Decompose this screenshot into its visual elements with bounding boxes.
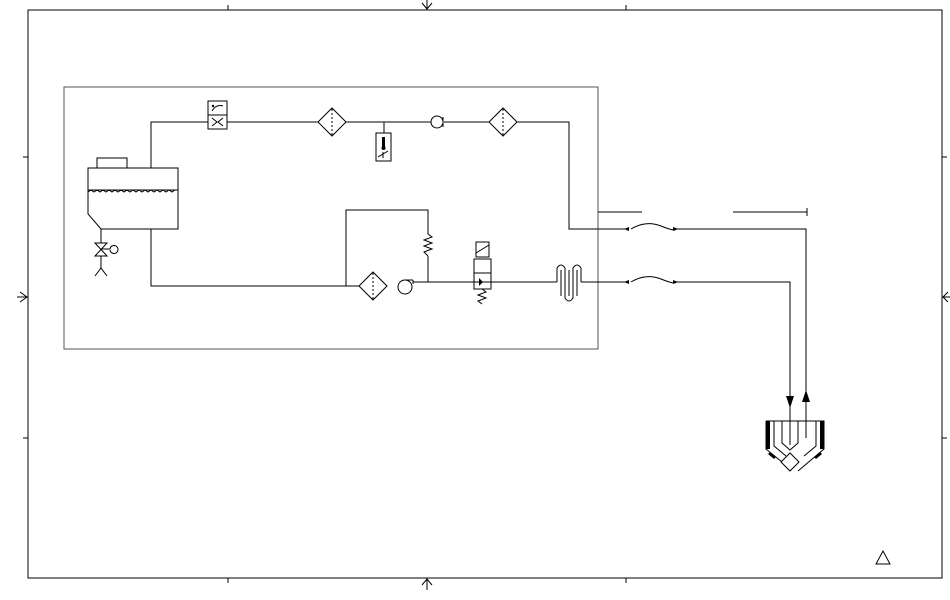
filter-icon: [359, 272, 387, 300]
reservoir-tank-icon: [88, 158, 178, 229]
coil-heat-exchanger-icon: [557, 265, 581, 301]
centering-mark-right: [942, 292, 950, 302]
hose-fittings: [624, 227, 678, 284]
check-valve-icon: [431, 116, 443, 128]
centering-mark-bottom: [422, 578, 432, 590]
filter-icon: [318, 108, 346, 136]
filter-icon: [489, 108, 517, 136]
thermostat-icon: [376, 133, 391, 161]
drain-valve-icon: [95, 229, 118, 276]
relief-valve-icon: [424, 234, 432, 256]
centering-mark-top: [422, 0, 432, 10]
flow-switch-icon: [208, 101, 227, 129]
triangle-revision-icon: [876, 551, 890, 564]
sheet-border: [23, 5, 947, 583]
cooled-jacket-icon: [766, 405, 824, 471]
centering-mark-left: [17, 292, 28, 302]
pump-icon: [398, 280, 413, 294]
solenoid-valve-icon: [474, 242, 491, 304]
